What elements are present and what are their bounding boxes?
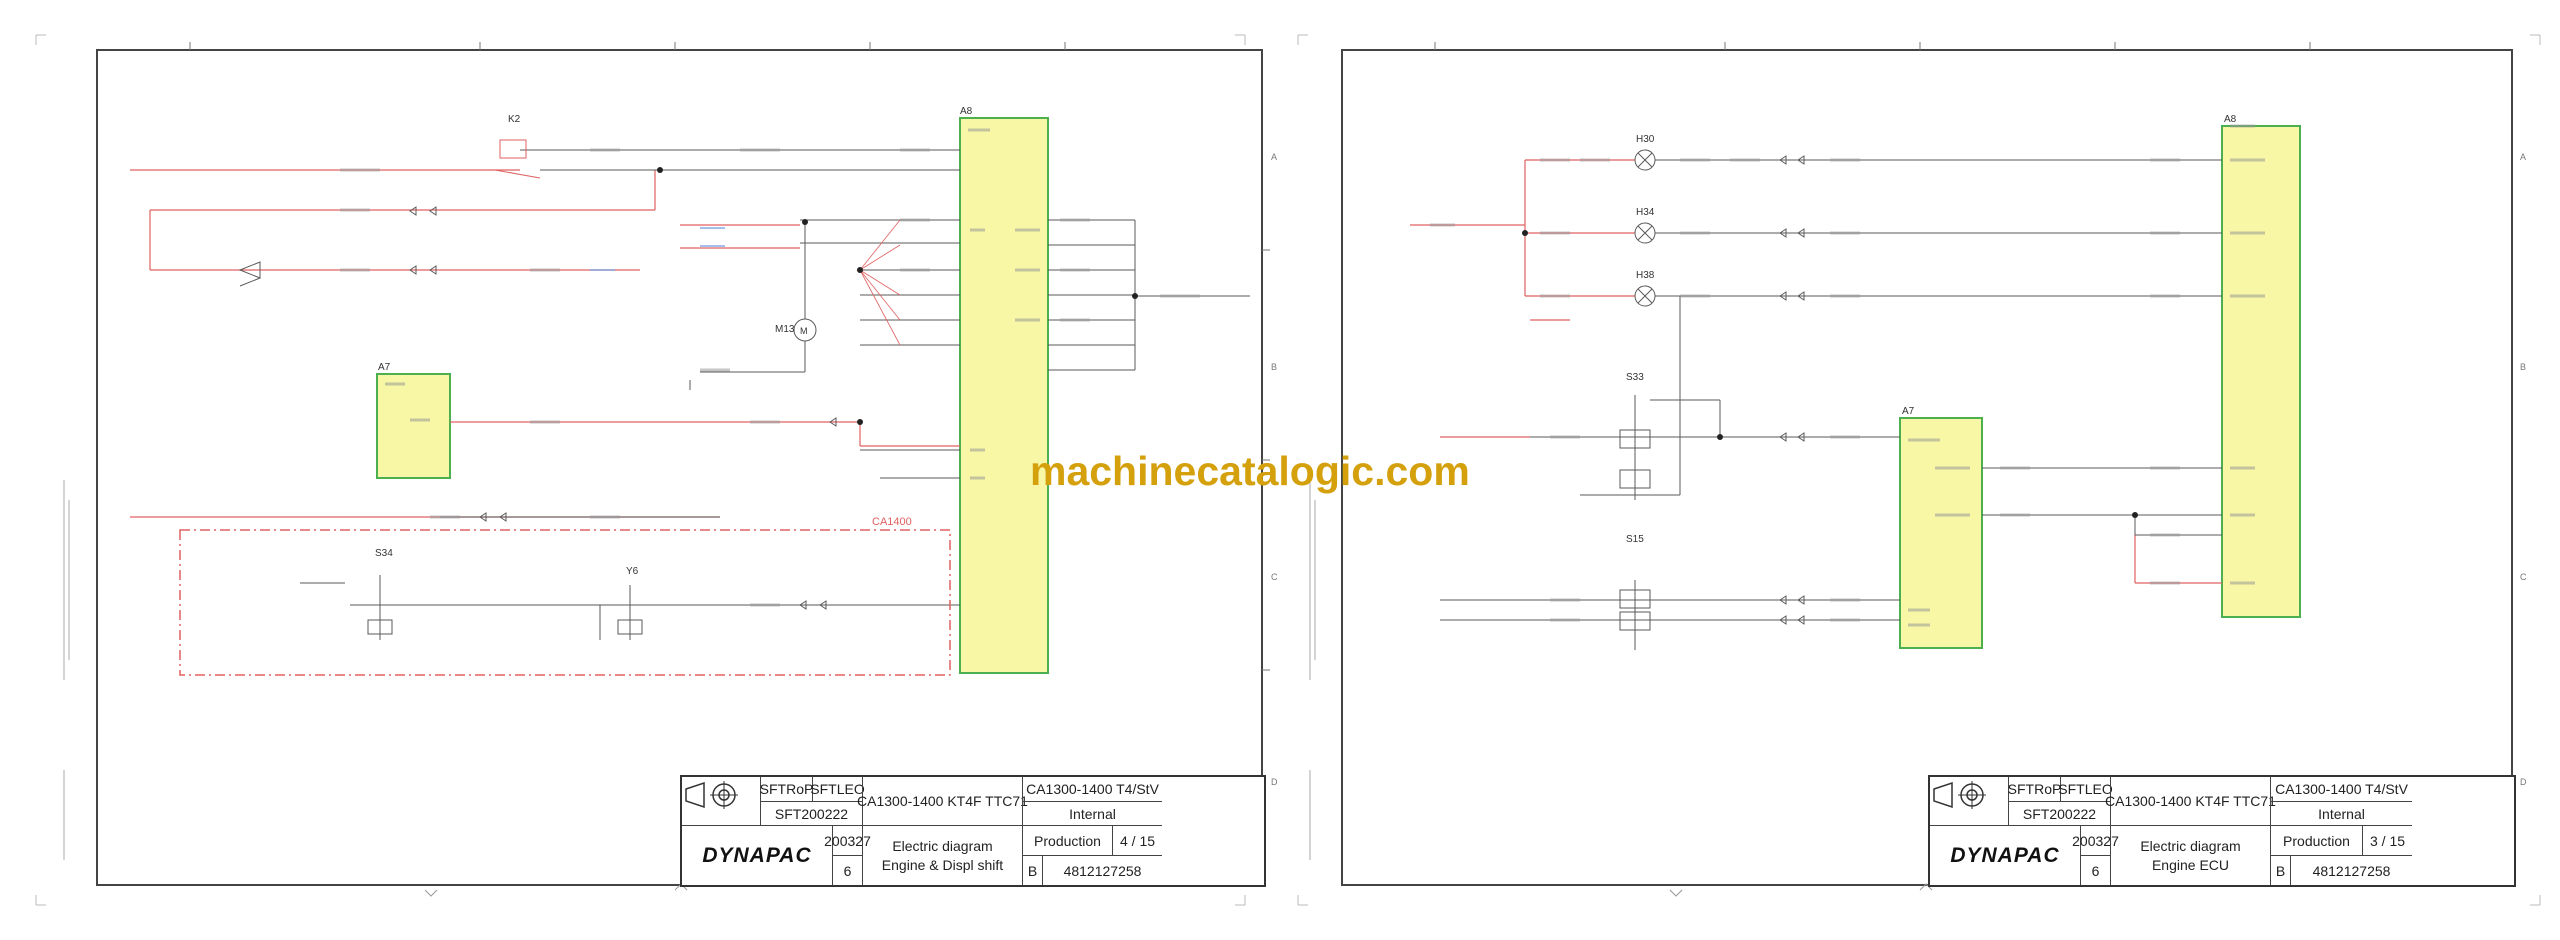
motor-m13: M [793, 318, 817, 342]
ecu-module-a8 [2221, 125, 2301, 618]
drawn-by: SFTRoP [2008, 777, 2061, 801]
schematic-sheet-right: A B C D [1280, 0, 2560, 940]
sheet-format: B [2270, 855, 2290, 885]
projection-symbol-icon [682, 777, 760, 825]
drawn-by: SFTRoP [760, 777, 813, 801]
svg-text:B: B [2520, 362, 2526, 372]
machine-model: CA1300-1400 KT4F TTC71 [857, 777, 1028, 825]
drawing-title-line1: Electric diagram [892, 837, 993, 854]
svg-text:C: C [1271, 572, 1278, 582]
lamp3-ref-label: H38 [1636, 270, 1655, 281]
aux-ref-label: A7 [1902, 406, 1915, 417]
svg-text:A: A [2520, 152, 2526, 162]
series: CA1300-1400 T4/StV [2270, 777, 2412, 801]
drawing-title-line1: Electric diagram [2140, 837, 2241, 854]
watermark-text: machinecatalogic.com [1030, 448, 1470, 494]
motor-ref-label: M13 [775, 324, 795, 335]
projection-symbol-icon [1930, 777, 2008, 825]
schematic-sheet-left: A B C D [35, 34, 1278, 906]
checked-by: SFTLEO [810, 777, 865, 801]
switch-s34 [300, 575, 393, 640]
document-number: 4812127258 [2290, 855, 2412, 885]
status: Production [1022, 825, 1112, 855]
drawing-title: Electric diagram Engine ECU [2110, 825, 2270, 885]
switch-s33 [1619, 395, 1680, 500]
switch1-ref-label: S33 [1626, 372, 1644, 383]
status: Production [2270, 825, 2362, 855]
date: 200327 [824, 825, 871, 855]
page-number: 3 / 15 [2362, 825, 2412, 855]
svg-text:C: C [2520, 572, 2527, 582]
relay-ref-label: K2 [508, 114, 521, 125]
aux-ref-label: A7 [378, 362, 391, 373]
svg-text:D: D [1271, 777, 1278, 787]
zone-label: CA1400 [872, 516, 912, 528]
dynapac-logo: DYNAPAC [682, 825, 832, 885]
aux-module-a7 [376, 373, 451, 479]
date: 200327 [2072, 825, 2119, 855]
sensor-ref-label: Y6 [626, 566, 639, 577]
checked-by: SFTLEO [2058, 777, 2113, 801]
schematic-right-drawing: A B C D [1297, 34, 2541, 906]
sensor-y6 [617, 585, 643, 640]
sheet-format: B [1022, 855, 1042, 885]
drawing-title: Electric diagram Engine & Displ shift [862, 825, 1022, 885]
title-block-left: SFTRoP SFTLEO SFT200222 CA1300-1400 KT4F… [680, 775, 1266, 887]
lamp1-ref-label: H30 [1636, 134, 1655, 145]
approved-by: SFT200222 [2008, 801, 2110, 825]
aux-module-a7 [1899, 417, 1983, 649]
drawing-title-line2: Engine ECU [2151, 856, 2230, 873]
svg-text:D: D [2520, 777, 2527, 787]
svg-text:B: B [1271, 362, 1277, 372]
dynapac-logo: DYNAPAC [1930, 825, 2080, 885]
schematic-left-drawing: A B C D [35, 34, 1278, 906]
approved-by: SFT200222 [760, 801, 862, 825]
switch-s15 [1619, 589, 1651, 631]
ecu-ref-label: A8 [960, 106, 973, 117]
svg-text:A: A [1271, 152, 1277, 162]
ecu-module-a8 [959, 117, 1049, 674]
series: CA1300-1400 T4/StV [1022, 777, 1162, 801]
revision: 6 [2080, 855, 2110, 885]
lamp2-ref-label: H34 [1636, 207, 1655, 218]
ecu-ref-label: A8 [2224, 114, 2237, 125]
title-block-right: SFTRoP SFTLEO SFT200222 CA1300-1400 KT4F… [1928, 775, 2516, 887]
drawing-title-line2: Engine & Displ shift [881, 856, 1004, 873]
classification: Internal [2270, 801, 2412, 825]
svg-text:M: M [800, 326, 808, 336]
indicator-lamps [1634, 149, 1656, 307]
revision: 6 [832, 855, 862, 885]
document-number: 4812127258 [1042, 855, 1162, 885]
machine-model: CA1300-1400 KT4F TTC71 [2105, 777, 2276, 825]
relay-k2 [494, 139, 541, 179]
switch-ref-label: S34 [375, 548, 393, 559]
page-number: 4 / 15 [1112, 825, 1162, 855]
classification: Internal [1022, 801, 1162, 825]
switch2-ref-label: S15 [1626, 534, 1644, 545]
zone-ca1400 [179, 529, 951, 676]
